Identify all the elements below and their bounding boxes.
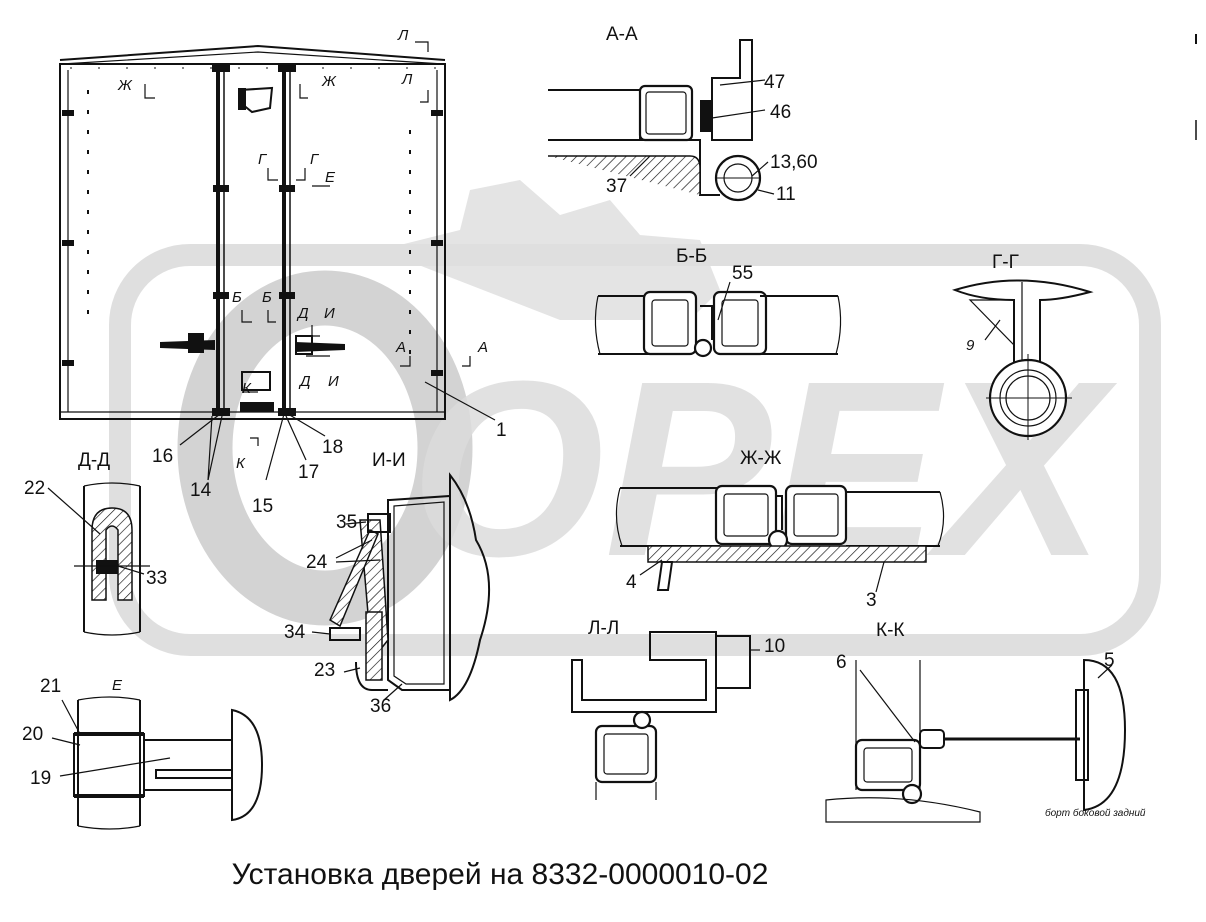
callout-14: 14 [190, 480, 212, 501]
callout-21: 21 [40, 676, 61, 697]
callout-23: 23 [314, 660, 335, 681]
mark-e: Е [325, 169, 336, 186]
section-title-kk: К-К [876, 620, 904, 641]
callout-37: 37 [606, 176, 627, 197]
mark-a2: А [477, 339, 488, 356]
section-kk: К-К 6 5 борт боковой задний [825, 620, 1146, 823]
callout-47: 47 [764, 72, 785, 93]
section-dd: Д-Д 22 33 [24, 450, 167, 636]
section-title-aa: А-А [606, 24, 638, 45]
callout-55: 55 [732, 263, 753, 284]
section-aa: А-А 47 46 13,60 11 37 [548, 24, 818, 205]
mark-a1: А [395, 339, 406, 356]
callout-20: 20 [22, 724, 43, 745]
mark-g1: Г [258, 151, 268, 168]
callout-10: 10 [764, 636, 785, 657]
mark-k2: К [236, 455, 246, 472]
callout-24: 24 [306, 552, 328, 573]
callout-36: 36 [370, 696, 391, 717]
mark-i1: И [324, 305, 335, 322]
callout-17: 17 [298, 462, 319, 483]
section-gg: Г-Г 9 [951, 252, 1094, 440]
callout-11: 11 [776, 184, 796, 205]
main-view-marks: Ж Ж Л Л Г Г Е Б Б Д Д И И А А К К [117, 27, 488, 472]
view-e: Е 21 20 19 [22, 676, 264, 830]
mark-d1: Д [296, 305, 309, 322]
mark-l1: Л [397, 27, 409, 44]
drawing-caption: Установка дверей на 8332-0000010-02 [231, 858, 769, 891]
mark-g2: Г [310, 151, 320, 168]
section-title-zhzh: Ж-Ж [740, 448, 782, 469]
section-bb: Б-Б 55 [594, 246, 842, 358]
section-title-ll: Л-Л [588, 618, 619, 639]
callout-15: 15 [252, 496, 273, 517]
callout-33: 33 [146, 568, 167, 589]
mark-zh1: Ж [117, 77, 133, 94]
section-title-gg: Г-Г [992, 252, 1019, 273]
mark-l2: Л [401, 71, 413, 88]
section-title-dd: Д-Д [78, 450, 110, 471]
section-zhzh: Ж-Ж 4 3 [615, 448, 945, 611]
callout-34: 34 [284, 622, 306, 643]
callout-19: 19 [30, 768, 51, 789]
callout-35: 35 [336, 512, 357, 533]
kk-note: борт боковой задний [1045, 807, 1146, 819]
mark-k1: К [242, 380, 252, 397]
callout-13-60: 13,60 [770, 152, 818, 173]
callout-5: 5 [1104, 650, 1115, 671]
section-title-ii: И-И [372, 450, 406, 471]
callout-6: 6 [836, 652, 847, 673]
section-ii: И-И 35 24 34 23 36 [284, 450, 491, 717]
callout-4: 4 [626, 572, 637, 593]
mark-b1: Б [232, 289, 242, 306]
callout-22: 22 [24, 478, 45, 499]
callout-1: 1 [496, 420, 507, 441]
mark-i2: И [328, 373, 339, 390]
mark-zh2: Ж [321, 73, 337, 90]
callout-46: 46 [770, 102, 791, 123]
mark-d2: Д [298, 373, 311, 390]
callout-3: 3 [866, 590, 877, 611]
section-title-bb: Б-Б [676, 246, 707, 267]
section-ll: Л-Л 10 [571, 618, 785, 800]
main-door-view [59, 41, 496, 481]
main-view-callouts: 1 16 14 15 17 18 [152, 420, 507, 517]
callout-16: 16 [152, 446, 173, 467]
mark-b2: Б [262, 289, 272, 306]
callout-9: 9 [966, 337, 975, 354]
view-title-e: Е [112, 677, 123, 694]
callout-18: 18 [322, 437, 343, 458]
